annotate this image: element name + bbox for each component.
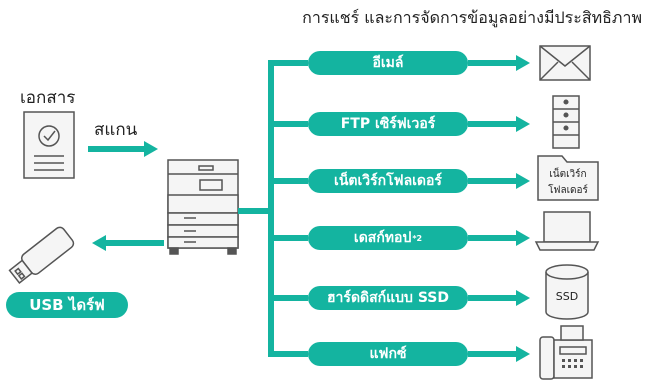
usb-drive-label-text: USB ไดร์ฟ [29,296,105,314]
destination-network-folder: เน็ตเวิร์กโฟลเดอร์ [308,169,468,193]
fax-icon [539,325,593,380]
destination-email-label: อีเมล์ [372,55,404,71]
usb-drive-label: USB ไดร์ฟ [6,292,128,318]
destination-ftp-label: FTP เซิร์ฟเวอร์ [340,116,436,132]
ssd-icon-text: SSD [556,290,578,303]
destination-network-folder-label: เน็ตเวิร์กโฟลเดอร์ [334,173,442,189]
envelope-icon [539,45,591,81]
distribution-bus [268,60,274,357]
destination-email: อีเมล์ [308,51,468,75]
scan-arrow [88,141,158,157]
page-title: การแชร์ และการจัดการข้อมูลอย่างมีประสิทธ… [302,8,642,27]
destination-desktop: เดสก์ทอป*2 [308,226,468,250]
document-label: เอกสาร [20,88,76,108]
branch-lines [268,55,530,362]
destination-fax: แฟกซ์ [308,342,468,366]
destination-desktop-label: เดสก์ทอป [353,230,412,246]
server-icon [552,95,580,149]
folder-icon-text-2: โฟลเดอร์ [548,183,588,196]
copier-connector [238,208,272,214]
scan-label: สแกน [94,120,138,140]
usb-arrow [92,235,164,251]
destination-ssd: ฮาร์ดดิสก์แบบ SSD [308,286,468,310]
destination-ssd-label: ฮาร์ดดิสก์แบบ SSD [327,290,449,306]
folder-icon: เน็ตเวิร์ก โฟลเดอร์ [537,155,599,201]
desktop-footnote-mark: *2 [412,233,423,243]
ssd-icon: SSD [545,264,589,320]
destination-ftp-server: FTP เซิร์ฟเวอร์ [308,112,468,136]
laptop-icon [534,211,600,251]
folder-icon-text-1: เน็ตเวิร์ก [549,166,586,180]
usb-drive-icon [8,226,75,284]
printer-icon [167,159,239,255]
destination-fax-label: แฟกซ์ [369,346,407,362]
document-icon [23,111,75,179]
